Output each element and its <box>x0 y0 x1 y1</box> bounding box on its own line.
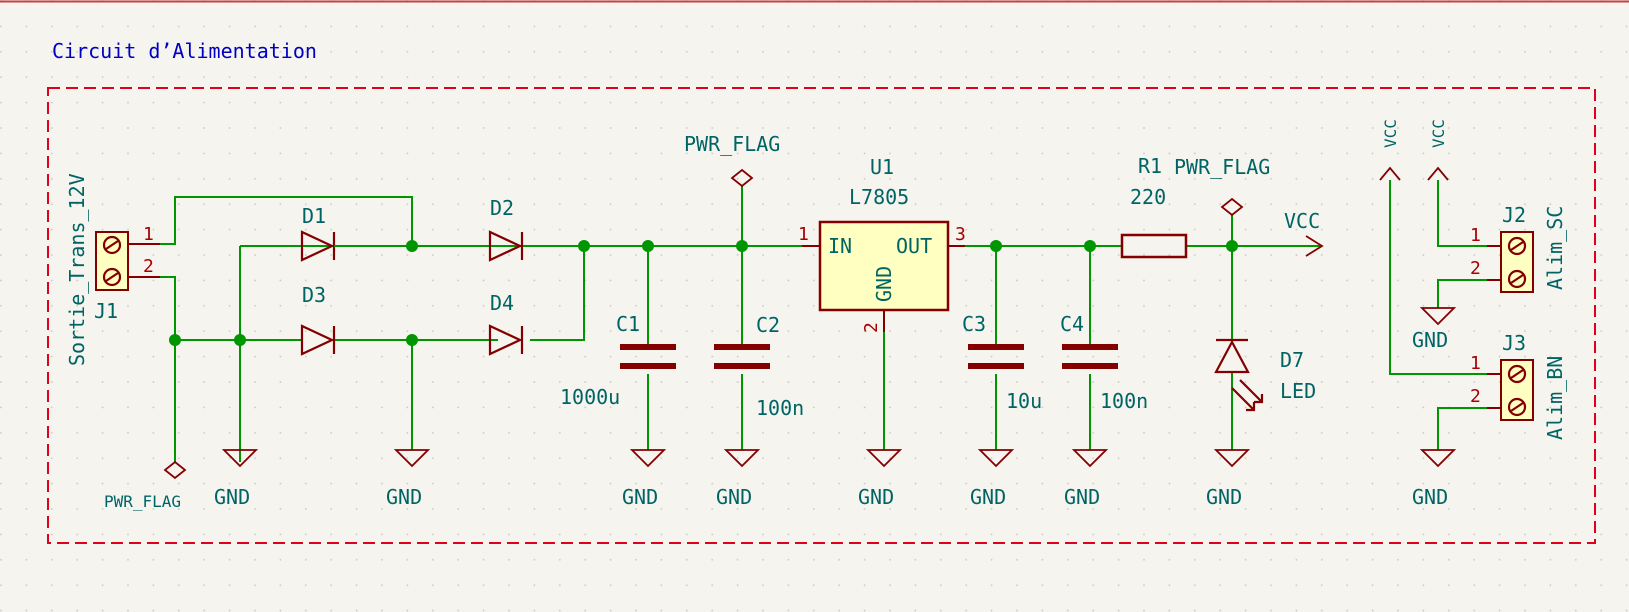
capacitor-c3[interactable]: C3 10u <box>962 312 1042 413</box>
capacitor-c1[interactable]: C1 1000u <box>560 312 676 409</box>
connector-j1[interactable]: 1 2 J1 Sortie_Trans_12V <box>65 173 160 366</box>
r1-ref: R1 <box>1138 154 1162 178</box>
u1-ref: U1 <box>870 155 894 179</box>
r1-value: 220 <box>1130 185 1166 209</box>
vcc-output-label: VCC <box>1284 209 1320 233</box>
u1-pin-gnd-label: GND <box>872 266 896 302</box>
gnd-label: GND <box>1412 328 1448 352</box>
c3-value: 10u <box>1006 389 1042 413</box>
junctions <box>169 240 1238 346</box>
j3-value: Alim_BN <box>1543 356 1567 440</box>
c2-ref: C2 <box>756 313 780 337</box>
regulator-u1[interactable]: U1 L7805 IN OUT GND 1 3 2 <box>798 155 966 333</box>
gnd-symbol-led[interactable]: GND <box>1206 449 1251 509</box>
gnd-symbol-c4[interactable]: GND <box>1064 449 1109 509</box>
diode-d3[interactable]: D3 <box>300 283 336 356</box>
connector-j2[interactable]: 1 2 J2 Alim_SC <box>1470 203 1567 293</box>
j1-pin1-number: 1 <box>143 224 154 245</box>
gnd-label: GND <box>622 485 658 509</box>
c1-ref: C1 <box>616 312 640 336</box>
u1-value: L7805 <box>849 185 909 209</box>
pwr-flag-input[interactable]: PWR_FLAG <box>684 132 780 188</box>
pwr-flag-output[interactable]: PWR_FLAG <box>1174 155 1270 217</box>
gnd-label: GND <box>1412 485 1448 509</box>
gnd-label: GND <box>214 485 250 509</box>
gnd-label: GND <box>1206 485 1242 509</box>
j1-value: Sortie_Trans_12V <box>65 173 89 366</box>
vcc-label: VCC <box>1429 119 1448 148</box>
pwr-flag-gnd[interactable]: PWR_FLAG <box>104 460 187 511</box>
gnd-label: GND <box>386 485 422 509</box>
diode-d1[interactable]: D1 <box>270 204 366 262</box>
resistor-r1[interactable]: R1 220 <box>1120 154 1188 259</box>
c3-ref: C3 <box>962 312 986 336</box>
j2-value: Alim_SC <box>1543 206 1567 290</box>
j2-pin1-number: 1 <box>1470 225 1481 246</box>
u1-pin-gnd-number: 2 <box>861 322 882 333</box>
gnd-symbol-j3[interactable]: GND <box>1412 449 1457 509</box>
gnd-symbol-j2[interactable]: GND <box>1412 307 1457 352</box>
d3-ref: D3 <box>302 283 326 307</box>
j3-pin1-number: 1 <box>1470 353 1481 374</box>
c4-ref: C4 <box>1060 312 1084 336</box>
j2-ref: J2 <box>1502 203 1526 227</box>
gnd-symbol-c2[interactable]: GND <box>716 449 761 509</box>
u1-pin-in-number: 1 <box>798 224 809 245</box>
j3-pin2-number: 2 <box>1470 386 1481 407</box>
d1-ref: D1 <box>302 204 326 228</box>
d7-ref: D7 <box>1280 348 1304 372</box>
j1-pin2-number: 2 <box>143 256 154 277</box>
gnd-symbol-bridge[interactable]: GND <box>386 449 431 509</box>
j2-pin2-number: 2 <box>1470 258 1481 279</box>
c2-value: 100n <box>756 396 804 420</box>
u1-pin-out-label: OUT <box>896 234 932 258</box>
u1-pin-out-number: 3 <box>955 224 966 245</box>
d2-ref: D2 <box>490 196 514 220</box>
connector-j3[interactable]: 1 2 J3 Alim_BN <box>1470 331 1567 440</box>
gnd-label: GND <box>970 485 1006 509</box>
gnd-symbol-d3[interactable]: GND <box>214 449 259 509</box>
capacitor-c2[interactable]: C2 100n <box>714 313 804 420</box>
u1-pin-in-label: IN <box>828 234 852 258</box>
gnd-label: GND <box>716 485 752 509</box>
d4-ref: D4 <box>490 291 514 315</box>
pwr-flag-output-label: PWR_FLAG <box>1174 155 1270 179</box>
gnd-symbol-u1[interactable]: GND <box>858 449 903 509</box>
gnd-symbol-c1[interactable]: GND <box>622 449 667 509</box>
j3-ref: J3 <box>1502 331 1526 355</box>
vcc-symbol-j3[interactable]: VCC <box>1379 119 1401 181</box>
gnd-label: GND <box>858 485 894 509</box>
sheet-title: Circuit d’Alimentation <box>52 39 317 63</box>
led-d7[interactable]: D7 LED <box>1214 338 1316 412</box>
pwr-flag-input-label: PWR_FLAG <box>684 132 780 156</box>
capacitor-c4[interactable]: C4 100n <box>1060 312 1148 413</box>
gnd-label: GND <box>1064 485 1100 509</box>
pwr-flag-gnd-label: PWR_FLAG <box>104 492 181 511</box>
vcc-label-output[interactable]: VCC <box>1284 209 1324 257</box>
gnd-symbol-c3[interactable]: GND <box>970 449 1015 509</box>
diode-d2[interactable]: D2 <box>488 196 524 262</box>
c4-value: 100n <box>1100 389 1148 413</box>
vcc-symbol-j2[interactable]: VCC <box>1427 119 1449 181</box>
diode-d4[interactable]: D4 <box>488 291 524 356</box>
group-frame <box>47 87 1596 544</box>
j1-ref: J1 <box>94 299 118 323</box>
c1-value: 1000u <box>560 385 620 409</box>
vcc-label: VCC <box>1381 119 1400 148</box>
d7-value: LED <box>1280 379 1316 403</box>
